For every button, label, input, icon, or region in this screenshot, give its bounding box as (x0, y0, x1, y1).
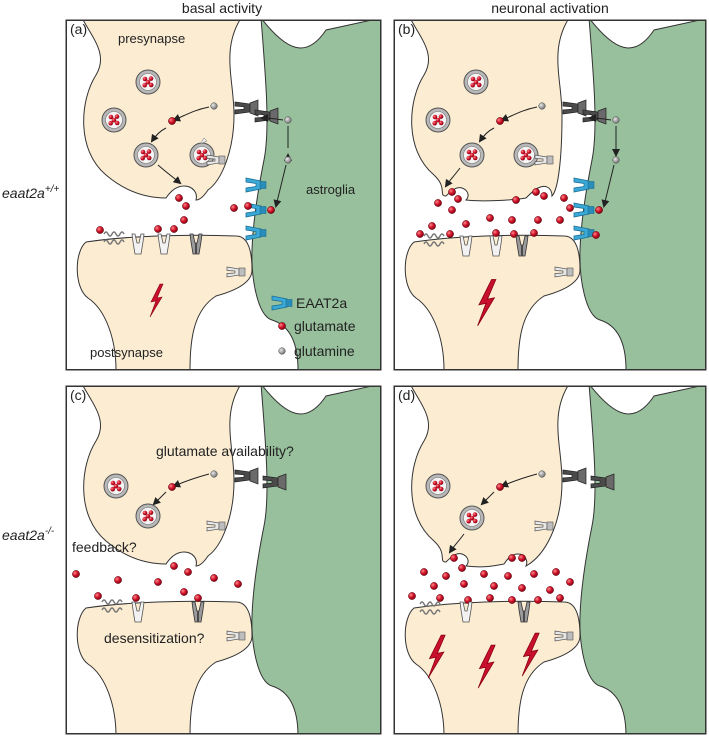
legend-glutamate: glutamate (294, 318, 356, 334)
panel-c-frame (65, 385, 382, 735)
postsynapse-shape (76, 234, 253, 370)
header-basal-activity: basal activity (182, 0, 262, 16)
label-presynapse: presynapse (118, 31, 185, 46)
label-postsynapse: postsynapse (90, 345, 163, 360)
legend-glutamate-icon (278, 322, 286, 330)
panel-label-c: (c) (70, 387, 86, 403)
panel-c: (c) glutamate availability? feedback? de… (65, 385, 382, 735)
panel-d-frame (393, 385, 707, 735)
panel-b: (b) (393, 19, 707, 371)
header-neuronal-activation: neuronal activation (491, 0, 609, 16)
row-label-knockout: eaat2a-/- (2, 526, 55, 543)
legend: EAAT2a glutamate glutamine (271, 295, 356, 359)
legend-glutamine: glutamine (294, 343, 355, 359)
panel-label-a: (a) (70, 21, 87, 37)
panel-a-frame (65, 19, 382, 371)
panel-d: (d) (393, 385, 707, 735)
panel-a: (a) presynapse astroglia postsynapse EAA… (65, 19, 382, 371)
legend-glutamine-icon (278, 347, 286, 355)
vesicle (135, 69, 161, 95)
panel-label-b: (b) (398, 21, 415, 37)
panel-b-frame (393, 19, 707, 371)
label-astroglia: astroglia (306, 182, 356, 197)
astroglia-shape (251, 20, 381, 370)
label-feedback: feedback? (72, 539, 137, 555)
label-desensitization: desensitization? (104, 630, 205, 646)
label-glutamate-availability: glutamate availability? (156, 443, 294, 459)
vesicle (101, 107, 127, 133)
row-label-wildtype: eaat2a+/+ (2, 184, 59, 201)
legend-eaat2a: EAAT2a (296, 295, 347, 311)
vesicle (133, 142, 159, 168)
panel-label-d: (d) (398, 387, 415, 403)
